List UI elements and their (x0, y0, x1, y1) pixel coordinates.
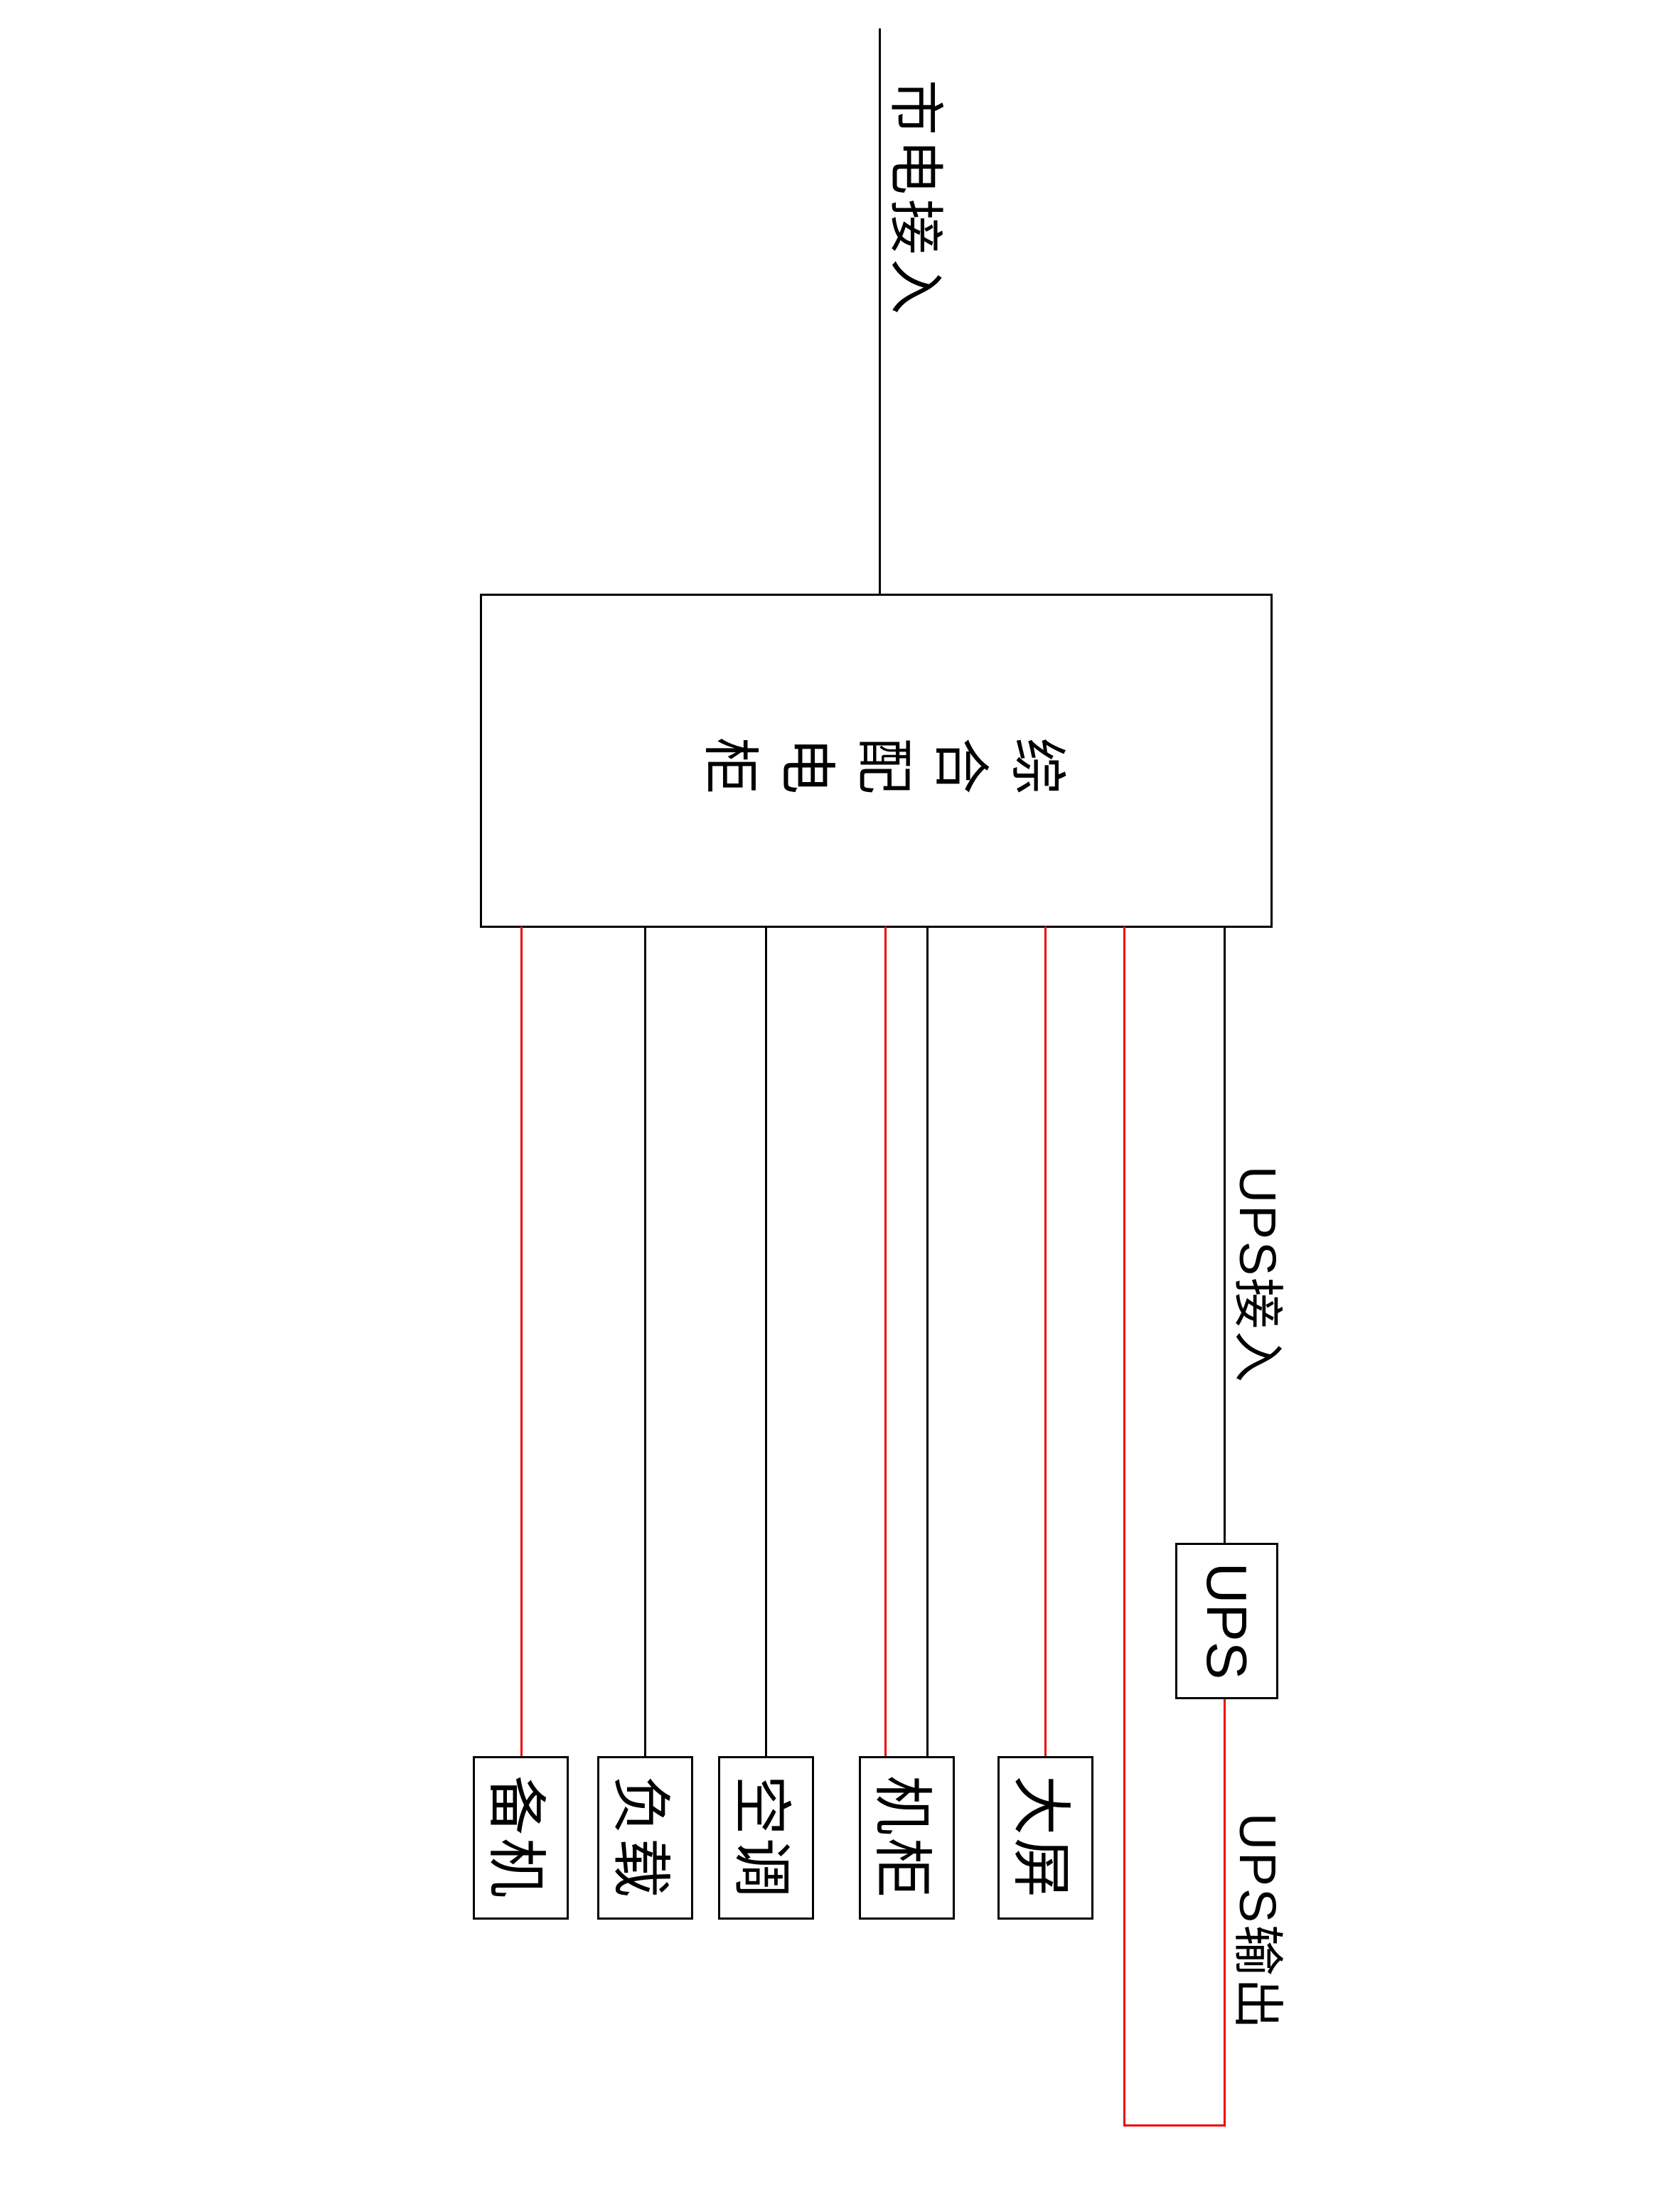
load-box-aircon: 空调 (718, 1756, 814, 1920)
load-box-screen: 大屏 (997, 1756, 1093, 1920)
ups-output-label: UPS输出 (1229, 1813, 1285, 2032)
distribution-cabinet-box: 综合配电柜 (480, 594, 1273, 928)
ups-output-line-segment-2 (1123, 2124, 1226, 2127)
branch-line-screen-ups (1044, 926, 1047, 1756)
branch-line-aircon-mains (765, 926, 767, 1756)
load-box-backup: 备机 (473, 1756, 569, 1920)
mains-input-label: 市电接入 (884, 80, 947, 319)
ups-output-line-segment-3 (1123, 926, 1125, 2127)
branch-line-rack-ups (884, 926, 887, 1756)
distribution-cabinet-label: 综合配电柜 (684, 729, 1069, 793)
load-box-rack-label: 机柜 (869, 1775, 936, 1900)
load-box-load: 负载 (597, 1756, 693, 1920)
ups-box: UPS (1175, 1543, 1278, 1699)
mains-input-line (879, 28, 881, 595)
load-box-rack: 机柜 (859, 1756, 955, 1920)
load-box-backup-label: 备机 (483, 1775, 550, 1900)
branch-line-backup-ups (520, 926, 523, 1756)
load-box-screen-label: 大屏 (1007, 1775, 1074, 1900)
load-box-aircon-label: 空调 (728, 1775, 795, 1900)
load-box-load-label: 负载 (607, 1775, 674, 1900)
ups-box-label: UPS (1195, 1562, 1259, 1680)
ups-input-label: UPS接入 (1229, 1166, 1285, 1385)
ups-input-line (1224, 926, 1226, 1544)
branch-line-rack-mains (926, 926, 929, 1756)
branch-line-load-mains (644, 926, 646, 1756)
ups-output-line-segment-1 (1224, 1698, 1226, 2126)
